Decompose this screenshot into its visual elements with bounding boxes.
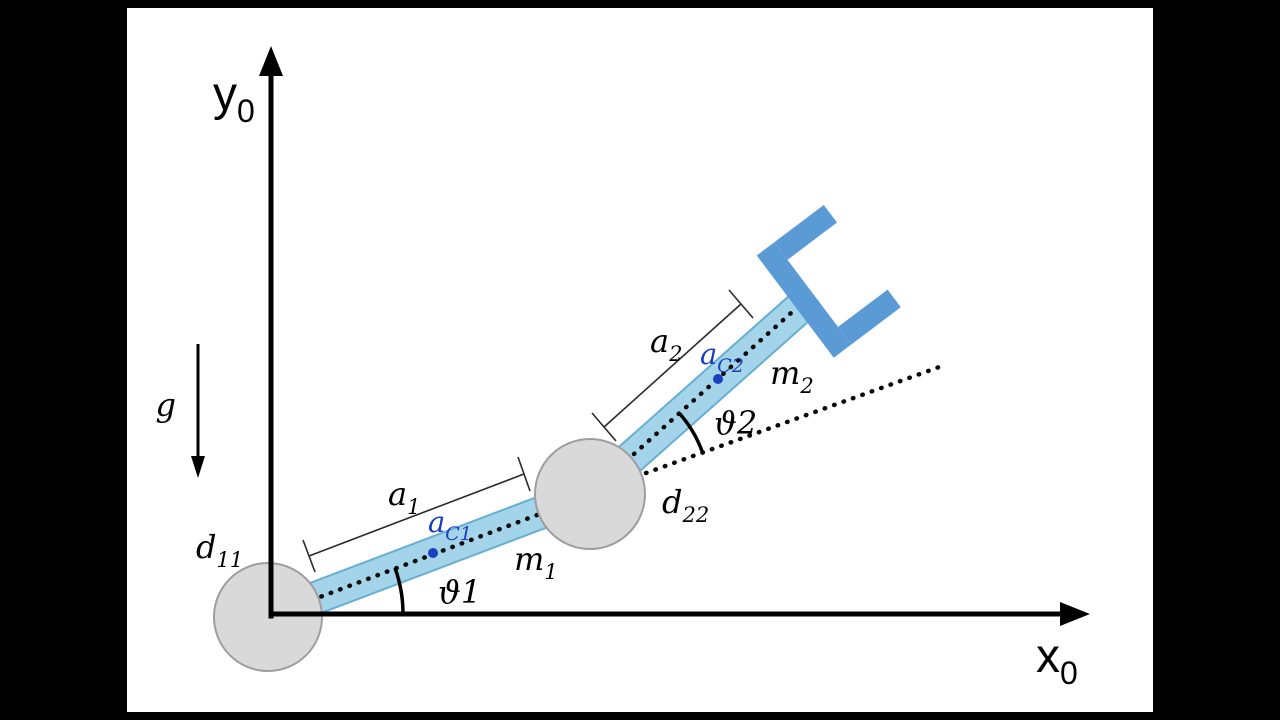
- a1-dimension-tick-start: [302, 539, 316, 573]
- d11-label: d11: [196, 528, 243, 572]
- a2-label: a2: [650, 322, 682, 366]
- a1-label: a1: [388, 475, 420, 519]
- ac2-label: aC2: [700, 337, 744, 377]
- y-axis-arrowhead-icon: [259, 46, 283, 76]
- theta1-angle-arc: [393, 567, 405, 613]
- a2-dimension-tick-end: [728, 289, 754, 319]
- theta2-angle-arc: [678, 412, 704, 452]
- link2-com-dot: [713, 374, 723, 384]
- gripper-upper-prong: [774, 204, 838, 260]
- theta2-label: ϑ2: [714, 404, 757, 442]
- m2-label: m2: [770, 354, 814, 398]
- link1-centerline-dotted: [309, 512, 540, 603]
- theta1-label: ϑ1: [438, 573, 481, 611]
- a1-dimension-line: [308, 473, 525, 557]
- gripper-group: [756, 204, 901, 358]
- base-joint-circle: [213, 562, 323, 672]
- ac1-label: aC1: [428, 505, 472, 545]
- gripper-lower-prong: [838, 289, 901, 345]
- a1-dimension-tick-end: [517, 456, 531, 492]
- m1-label: m1: [514, 540, 558, 584]
- x-axis-arrowhead-icon: [1060, 602, 1090, 626]
- elbow-joint-circle: [534, 438, 646, 550]
- x-axis-label: x0: [1036, 630, 1078, 691]
- d22-label: d22: [662, 483, 709, 527]
- gripper-back-bar: [756, 242, 852, 358]
- y-axis-label: y0: [213, 68, 255, 129]
- link1-extension-dotted: [643, 363, 945, 476]
- gravity-arrowhead-icon: [191, 456, 205, 478]
- gravity-label: g: [156, 386, 176, 424]
- a2-dimension-line: [603, 303, 742, 428]
- a2-dimension-tick-start: [591, 412, 617, 442]
- link1-com-dot: [428, 548, 438, 558]
